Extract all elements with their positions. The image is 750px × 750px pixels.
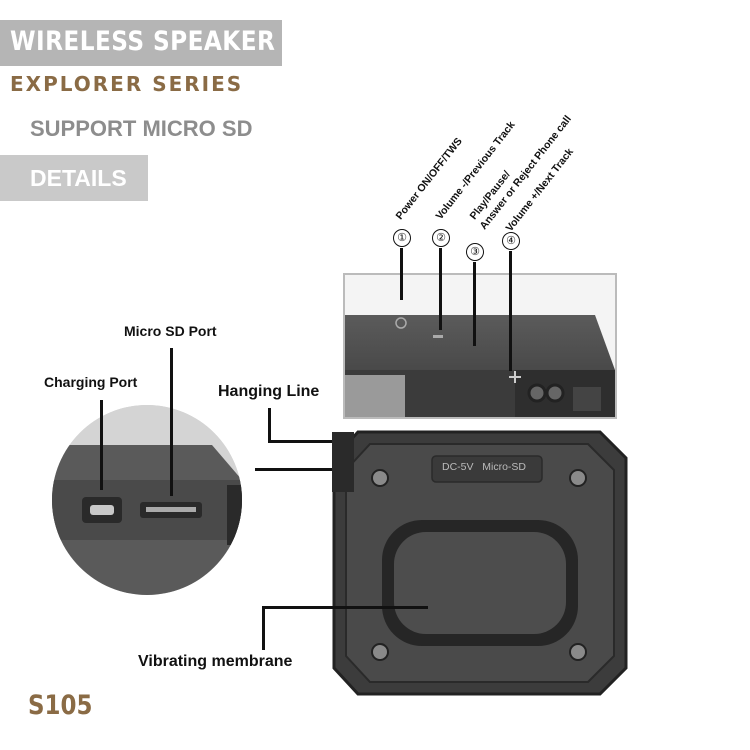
model-number: S105 [28, 690, 93, 721]
membrane-pointer-v [262, 606, 265, 650]
button-number-3: ③ [466, 243, 484, 261]
membrane-pointer-h [262, 606, 428, 609]
hanging-line-pointer-v [268, 408, 271, 441]
micro-sd-port-label: Micro SD Port [124, 323, 217, 339]
button-2-pointer [439, 248, 442, 330]
product-title: WIRELESS SPEAKER [10, 26, 276, 57]
vibrating-membrane-label: Vibrating membrane [138, 653, 293, 670]
button-panel-photo [343, 273, 617, 419]
button-number-2: ② [432, 229, 450, 247]
hanging-line-label: Hanging Line [218, 383, 320, 400]
speaker-front [332, 430, 628, 696]
charging-port-pointer [100, 400, 103, 490]
ports-closeup-illustration [52, 405, 242, 595]
title-banner: WIRELESS SPEAKER [0, 20, 282, 66]
button-1-label: Power ON/OFF/TWS [393, 135, 465, 222]
button-3-pointer [473, 262, 476, 346]
charging-port-label: Charging Port [44, 374, 138, 390]
hanging-line-pointer-h [268, 440, 333, 443]
port-label-text: DC-5V Micro-SD [442, 461, 527, 473]
ports-closeup [52, 405, 242, 595]
speaker-top-illustration [345, 315, 615, 417]
button-1-pointer [400, 248, 403, 300]
details-label: DETAILS [30, 165, 127, 191]
series-subtitle: EXPLORER SERIES [10, 72, 244, 96]
button-number-1: ① [393, 229, 411, 247]
button-4-pointer [509, 251, 512, 371]
button-number-4: ④ [502, 232, 520, 250]
feature-text: SUPPORT MICRO SD [30, 116, 253, 141]
micro-sd-pointer [170, 348, 173, 496]
details-banner: DETAILS [0, 155, 148, 201]
